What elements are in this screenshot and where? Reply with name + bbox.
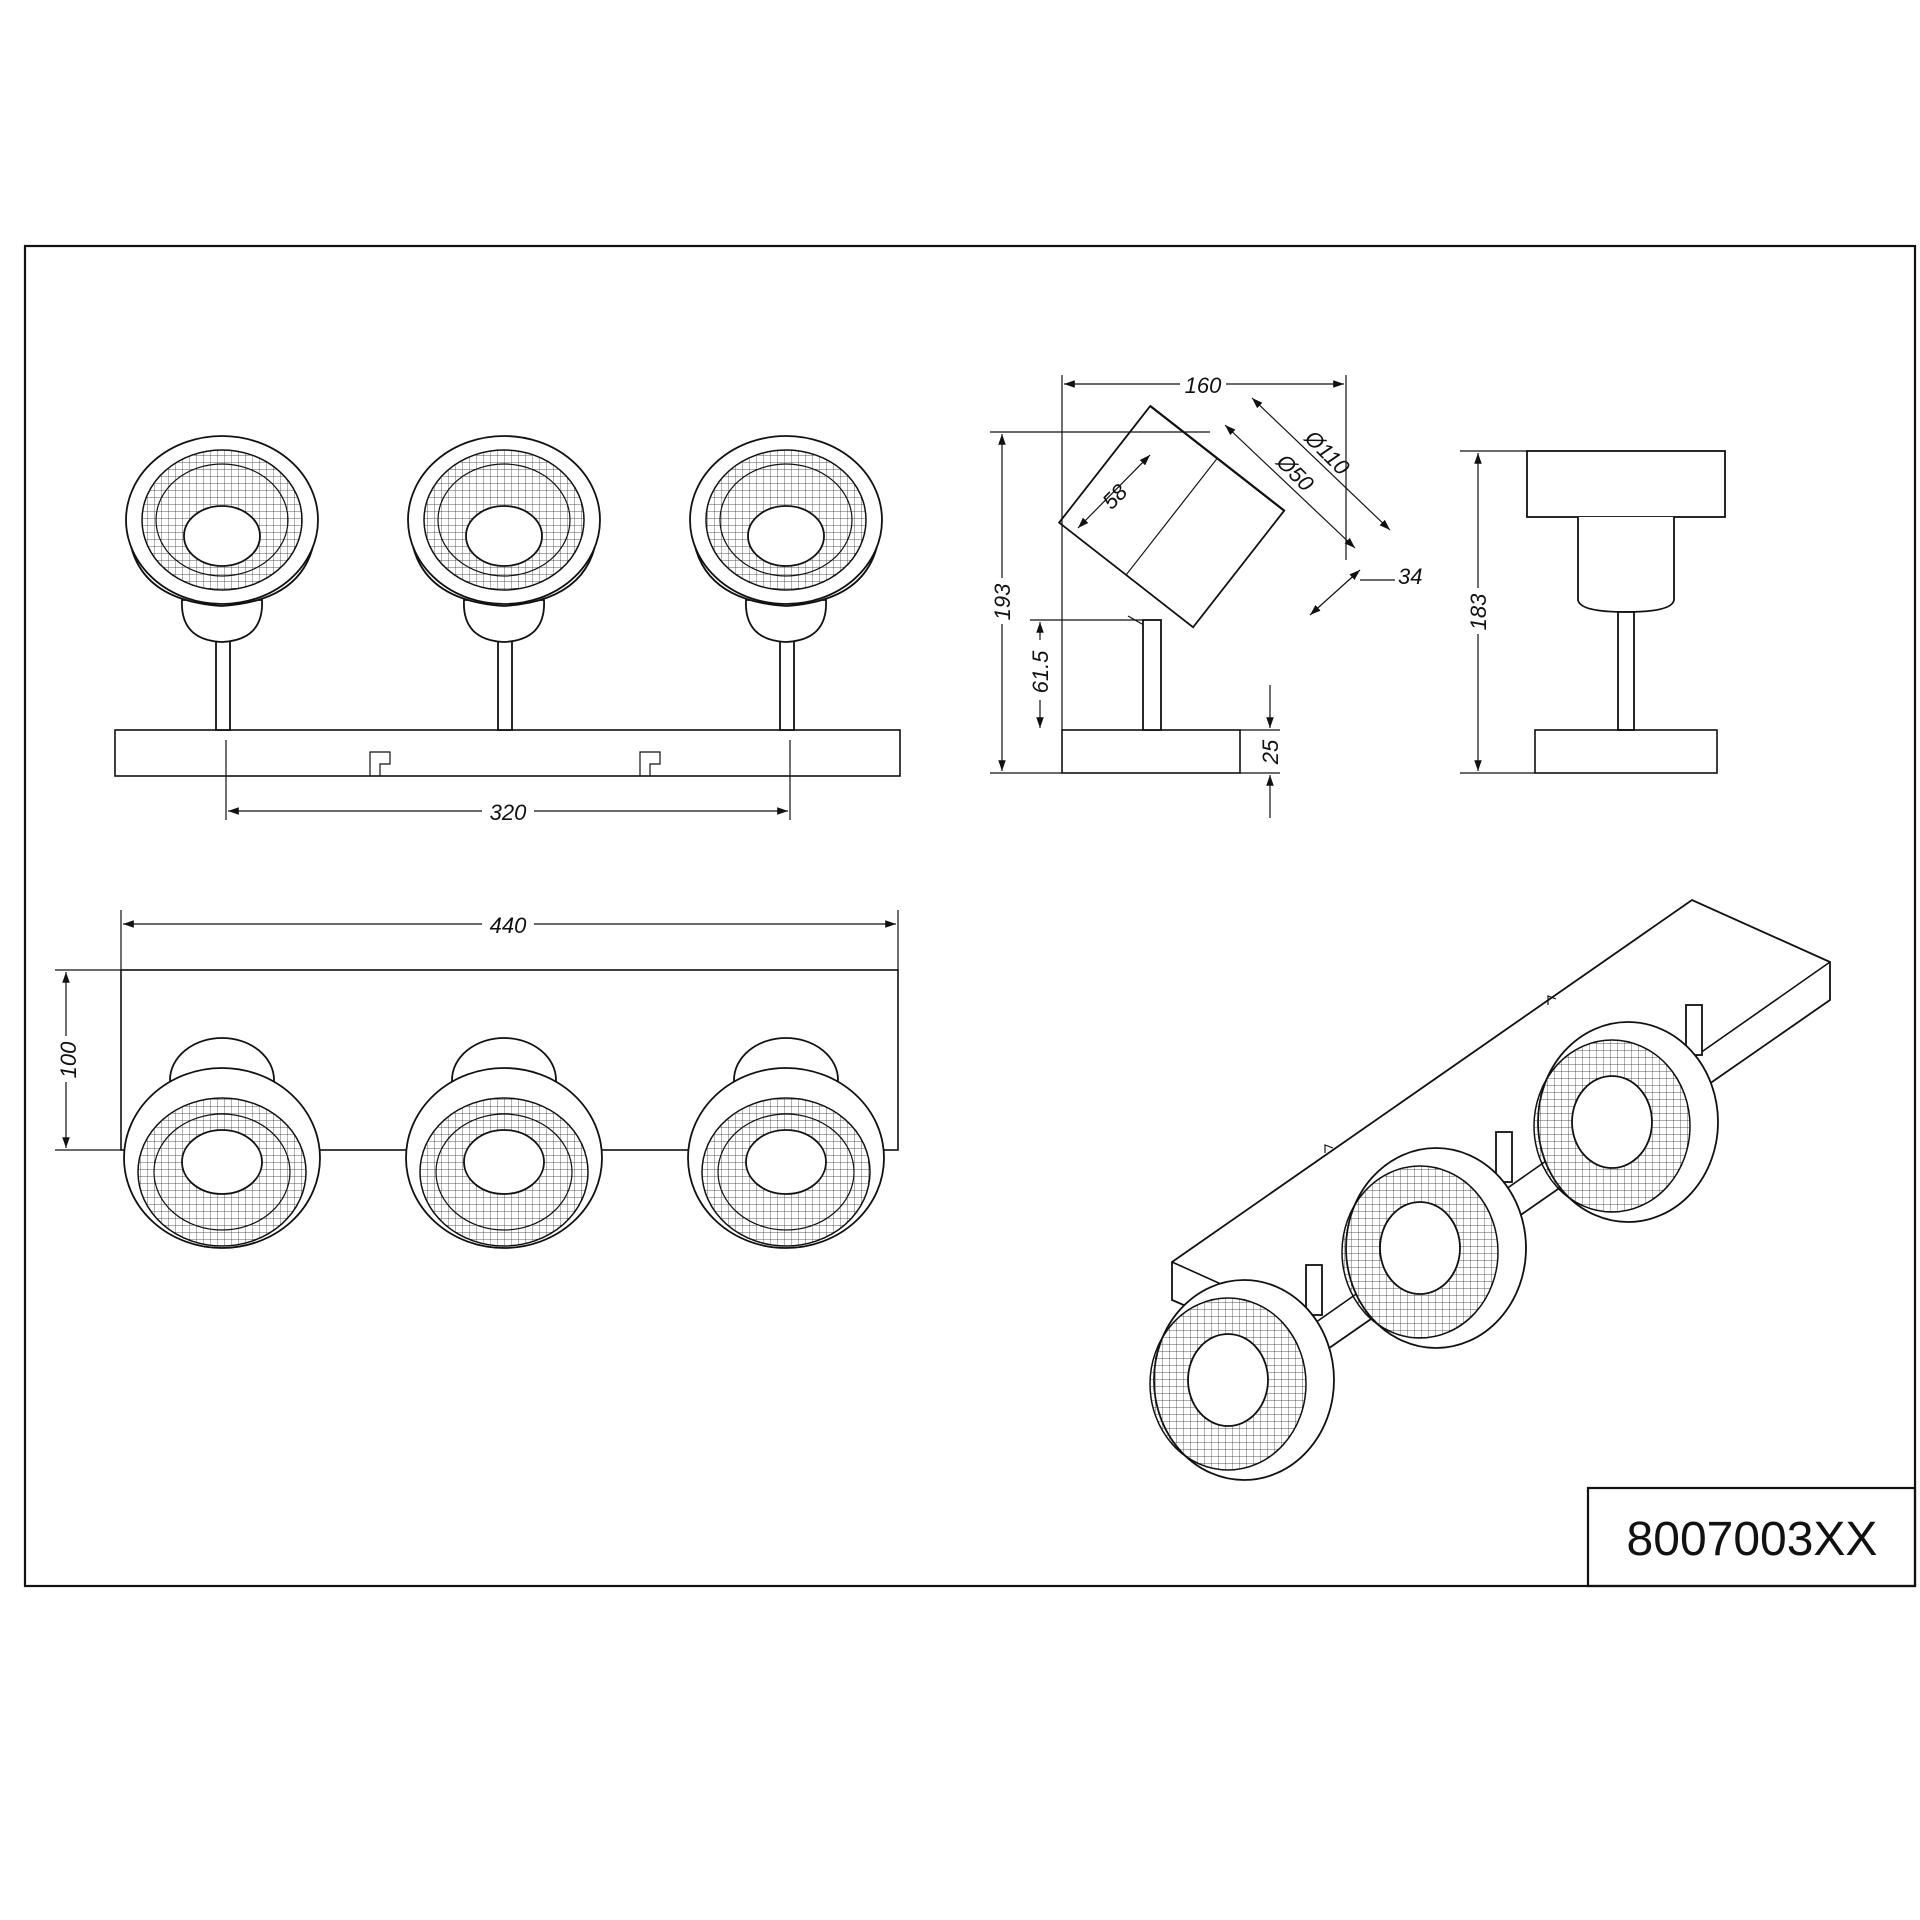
product-code: 8007003XX xyxy=(1627,1513,1878,1566)
rear-view: 183 xyxy=(1460,450,1726,774)
dim-top-length: 440 xyxy=(490,913,527,938)
dim-arm-height: 61.5 xyxy=(1028,650,1053,694)
side-view: 160 193 61.5 25 58 Ø110 Ø50 34 xyxy=(986,370,1422,818)
dim-rear-height: 183 xyxy=(1466,593,1491,630)
dim-side-width: 160 xyxy=(1185,373,1222,398)
drawing-frame xyxy=(23,244,1917,1588)
dim-side-height: 193 xyxy=(990,583,1015,620)
top-view: 440 100 xyxy=(52,910,899,1249)
isometric-view xyxy=(1149,898,1831,1481)
dim-head-depth: 34 xyxy=(1398,564,1422,589)
dim-base-height: 25 xyxy=(1258,739,1283,765)
front-view: 320 xyxy=(114,435,901,825)
dim-front-spacing: 320 xyxy=(490,800,527,825)
product-code-box xyxy=(1586,1486,1917,1588)
dim-top-depth: 100 xyxy=(56,1041,81,1078)
